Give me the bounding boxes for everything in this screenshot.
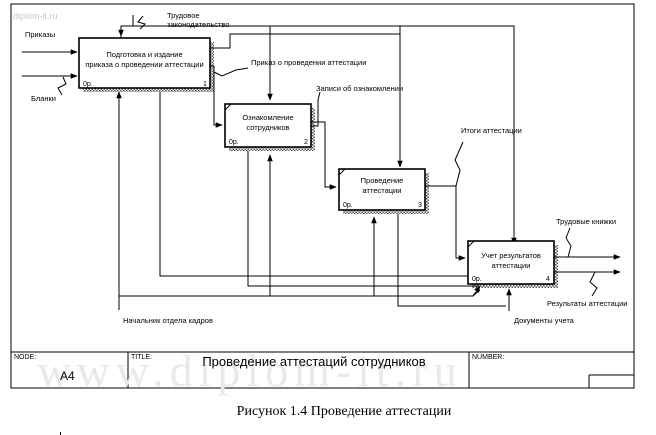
arrows bbox=[22, 15, 621, 311]
box-4-cost: 0р. bbox=[472, 276, 482, 283]
route-top bbox=[208, 33, 400, 49]
box-1-cost: 0р. bbox=[83, 81, 93, 88]
box-1[interactable]: Подготовка и издание приказа о проведени… bbox=[78, 37, 211, 89]
text-cursor bbox=[60, 432, 61, 435]
box-2-number: 2 bbox=[304, 139, 308, 146]
label-zapisi: Записи об ознакомлении bbox=[316, 84, 403, 93]
box-1-label-line2: приказа о проведении аттестации bbox=[85, 60, 203, 69]
box-1-label-line1: Подготовка и издание bbox=[106, 50, 182, 59]
box-2-label-line2: сотрудников bbox=[246, 123, 289, 132]
box-1-number: 1 bbox=[203, 81, 207, 88]
feedback-box3 bbox=[397, 214, 506, 307]
squiggle-prikaz bbox=[213, 67, 249, 77]
squiggle-knizhki bbox=[565, 227, 572, 258]
box-2-label-line1: Ознакомление bbox=[242, 113, 293, 122]
label-prikaz-o-provedenii: Приказ о проведении аттестации bbox=[251, 58, 366, 67]
arrow-trudovoe-main bbox=[132, 15, 517, 245]
label-rezultaty: Результаты аттестации bbox=[547, 299, 628, 308]
squiggle-trudovoe bbox=[137, 15, 146, 30]
squiggle-itogi bbox=[454, 141, 464, 187]
watermark-bottom: www.diplom-it.ru bbox=[37, 345, 462, 396]
number-label: NUMBER: bbox=[472, 354, 504, 361]
feedback-box1 bbox=[159, 92, 487, 287]
page-frame bbox=[10, 3, 635, 389]
box-3-cost: 0р. bbox=[343, 202, 353, 209]
node-value: A4 bbox=[60, 369, 75, 383]
arrow-nachalnik-base bbox=[118, 289, 481, 310]
node-label: NODE: bbox=[14, 354, 36, 361]
figure-caption: Рисунок 1.4 Проведение аттестации bbox=[237, 404, 452, 419]
label-trudovoe-line2: законодательство bbox=[167, 20, 230, 29]
box-4[interactable]: Учет результатов аттестации 0р. 4 bbox=[467, 240, 555, 285]
arrow-nachalnik-box4 bbox=[472, 285, 481, 297]
box-4-label-line1: Учет результатов bbox=[481, 251, 541, 260]
box-2-cost: 0р. bbox=[229, 139, 239, 146]
label-blanki: Бланки bbox=[31, 94, 56, 103]
watermark-top: diplom-it.ru bbox=[13, 11, 58, 21]
arrow-trudovoe-box1-stem bbox=[120, 25, 133, 38]
box-3[interactable]: Проведение аттестации 0р. 3 bbox=[338, 168, 426, 211]
arrow-prikaz-out bbox=[208, 65, 223, 128]
box-4-label-line2: аттестации bbox=[492, 261, 531, 270]
squiggle-zapisi bbox=[309, 91, 321, 127]
arrow-zapisi bbox=[309, 121, 337, 190]
label-prikazy: Приказы bbox=[25, 30, 55, 39]
title-block: www.diplom-it.ru NODE: A4 TITLE: Проведе… bbox=[11, 345, 634, 396]
title-label: TITLE: bbox=[131, 354, 152, 361]
label-nachalnik: Начальник отдела кадров bbox=[123, 316, 213, 325]
label-dokumenty: Документы учета bbox=[514, 316, 575, 325]
feedback-box2 bbox=[247, 151, 479, 287]
box-4-number: 4 bbox=[546, 276, 550, 283]
squiggle-blanki bbox=[57, 76, 67, 96]
label-itogi: Итоги аттестации bbox=[461, 126, 522, 135]
squiggle-rezultaty bbox=[589, 271, 598, 297]
box-2[interactable]: Ознакомление сотрудников 0р. 2 bbox=[224, 103, 312, 148]
box-3-number: 3 bbox=[418, 202, 422, 209]
diagram-title: Проведение аттестаций сотрудников bbox=[202, 354, 425, 369]
label-trudovoe-line1: Трудовое bbox=[167, 11, 200, 20]
arrow-itogi bbox=[423, 185, 466, 261]
box-3-label-line2: аттестации bbox=[363, 186, 402, 195]
box-3-label-line1: Проведение bbox=[361, 176, 404, 185]
label-trudovye-knizhki: Трудовые книжки bbox=[556, 217, 616, 226]
